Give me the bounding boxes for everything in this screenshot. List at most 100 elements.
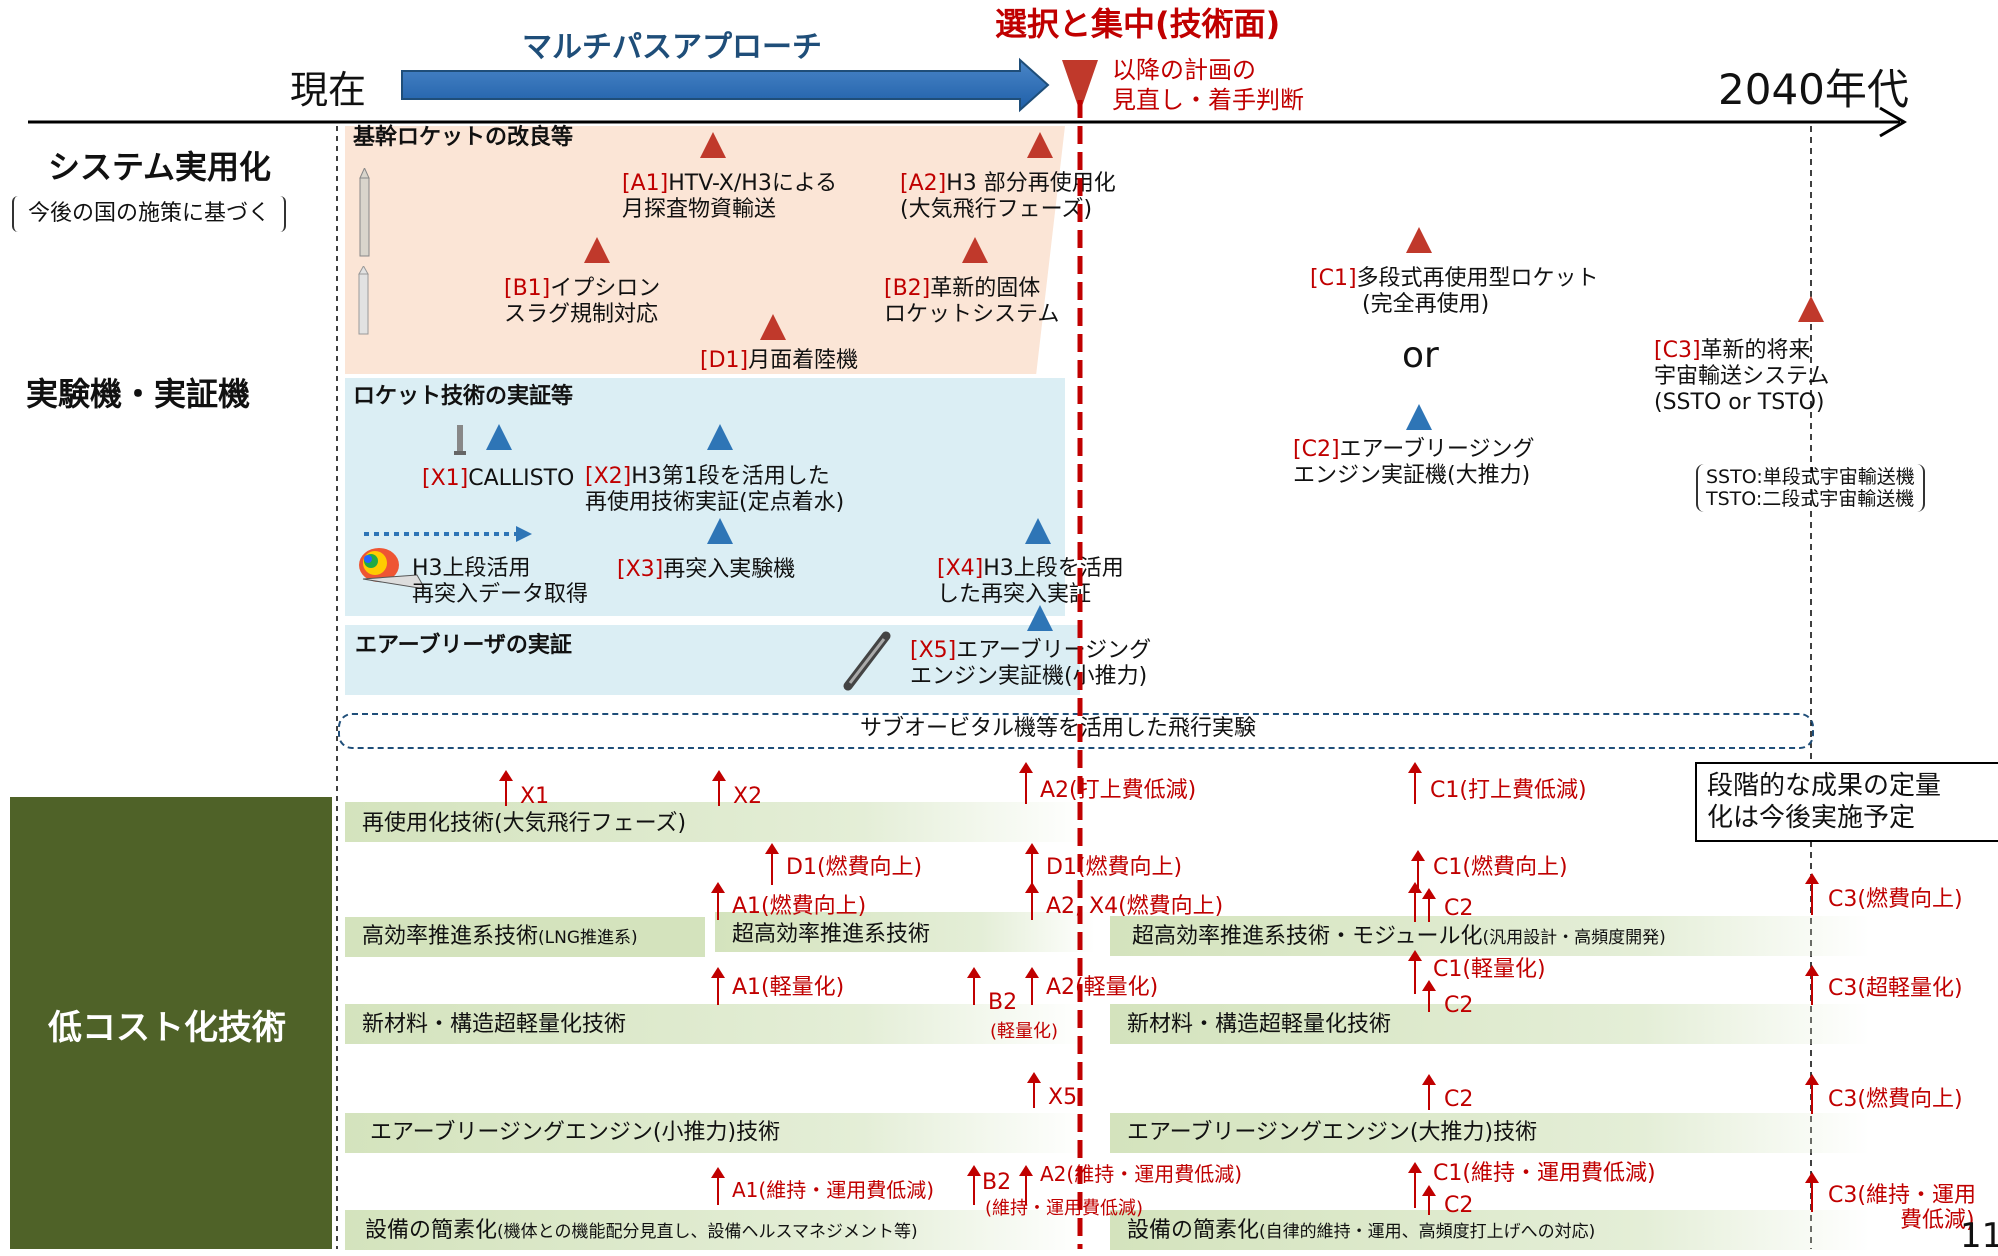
marker-c1-ops: C1(維持・運用費低減) bbox=[1433, 1161, 1656, 1186]
marker-arrow bbox=[1027, 1072, 1041, 1108]
marker-arrow bbox=[967, 967, 981, 1005]
marker-x2: X2 bbox=[733, 784, 763, 809]
milestone-c2: [C2]エアーブリージングエンジン実証機(大推力) bbox=[1293, 437, 1535, 488]
marker-b2-ops: B2 bbox=[982, 1170, 1012, 1195]
marker-a2-light: A2(軽量化) bbox=[1046, 975, 1159, 1000]
marker-arrow bbox=[712, 770, 726, 806]
decision-marker bbox=[1062, 60, 1098, 112]
milestone-c3: [C3]革新的将来宇宙輸送システム(SSTO or TSTO) bbox=[1654, 338, 1830, 415]
rocket-icon bbox=[358, 266, 369, 335]
callisto-icon bbox=[454, 425, 466, 455]
marker-a2-ops: A2(維持・運用費低減) bbox=[1040, 1162, 1243, 1186]
marker-arrow bbox=[1422, 980, 1436, 1012]
marker-arrow bbox=[1408, 1162, 1422, 1208]
marker-arrow bbox=[1025, 882, 1039, 920]
system-note: 今後の国の施策に基づく bbox=[12, 196, 287, 232]
tech-mat2: 新材料・構造超軽量化技術 bbox=[1127, 1012, 1392, 1037]
marker-arrow bbox=[967, 1165, 981, 1205]
rocket-demo-title: ロケット技術の実証等 bbox=[353, 384, 574, 409]
marker-arrow bbox=[1805, 1074, 1819, 1114]
band-mat1 bbox=[345, 1004, 1085, 1044]
tech-prop3: 超高効率推進系技術・モジュール化(汎用設計・高頻度開発) bbox=[1132, 924, 1666, 949]
marker-a1-fuel: A1(燃費向上) bbox=[732, 894, 867, 919]
h3-reentry-data: H3上段活用再突入データ取得 bbox=[412, 556, 589, 607]
milestone-c2-triangle bbox=[1406, 404, 1432, 430]
milestone-x3-triangle bbox=[707, 518, 733, 544]
milestone-x3: [X3]再突入実験機 bbox=[617, 557, 796, 582]
suborbital-label: サブオービタル機等を活用した飛行実験 bbox=[860, 716, 1257, 741]
marker-arrow bbox=[1408, 882, 1422, 922]
rocket-improve-band bbox=[345, 126, 1065, 374]
marker-c2-light: C2 bbox=[1444, 993, 1474, 1018]
band-reuse bbox=[345, 802, 1085, 842]
milestone-x4: [X4]H3上段を活用した再突入実証 bbox=[937, 556, 1124, 607]
tech-reuse: 再使用化技術(大気飛行フェーズ) bbox=[362, 811, 687, 836]
marker-a2-launch: A2(打上費低減) bbox=[1040, 778, 1197, 803]
marker-arrow bbox=[1408, 762, 1422, 804]
marker-arrow bbox=[1422, 1185, 1436, 1215]
marker-c1-light: C1(軽量化) bbox=[1433, 957, 1546, 982]
marker-a1-light: A1(軽量化) bbox=[732, 975, 845, 1000]
marker-arrow bbox=[765, 843, 779, 885]
system-label: システム実用化 bbox=[48, 148, 272, 186]
milestone-x2-triangle bbox=[707, 424, 733, 450]
band-prop3 bbox=[1110, 916, 1870, 956]
marker-arrow bbox=[499, 770, 513, 806]
milestone-x4-triangle bbox=[1025, 518, 1051, 544]
engine-icon bbox=[843, 631, 891, 691]
marker-arrow bbox=[1025, 967, 1039, 1005]
milestone-x2: [X2]H3第1段を活用した再使用技術実証(定点着水) bbox=[585, 464, 845, 515]
marker-arrow bbox=[711, 967, 725, 1005]
milestone-a1: [A1]HTV-X/H3による月探査物資輸送 bbox=[622, 171, 838, 222]
marker-arrow bbox=[1411, 850, 1425, 888]
selection-title: 選択と集中(技術面) bbox=[995, 5, 1281, 43]
ssto-tsto-note: SSTO:単段式宇宙輸送機 TSTO:二段式宇宙輸送機 bbox=[1696, 464, 1925, 512]
milestone-b2-triangle bbox=[962, 237, 988, 263]
tech-prop1: 高効率推進系技術(LNG推進系) bbox=[362, 924, 638, 949]
marker-arrow bbox=[1019, 762, 1033, 804]
rocket-icon bbox=[359, 168, 370, 257]
marker-c3-ops: C3(維持・運用費低減) bbox=[1828, 1183, 1976, 1233]
experiment-label: 実験機・実証機 bbox=[26, 375, 251, 413]
band-fac2 bbox=[1110, 1210, 1870, 1250]
band-mat2 bbox=[1110, 1004, 1870, 1044]
review-note: 以降の計画の 見直し・着手判断 bbox=[1112, 56, 1304, 114]
marker-arrow bbox=[1805, 965, 1819, 1005]
marker-arrow bbox=[1019, 1165, 1033, 1205]
milestone-d1: [D1]月面着陸機 bbox=[700, 348, 859, 373]
milestone-b1-triangle bbox=[584, 237, 610, 263]
band-fac1 bbox=[345, 1210, 1085, 1250]
marker-arrow bbox=[711, 1167, 725, 1205]
marker-c3-light: C3(超軽量化) bbox=[1828, 976, 1963, 1001]
milestone-a2: [A2]H3 部分再使用化(大気飛行フェーズ) bbox=[900, 171, 1116, 222]
rocket-improve-title: 基幹ロケットの改良等 bbox=[353, 125, 574, 150]
marker-d1-fuel-2: D1(燃費向上) bbox=[1046, 855, 1183, 880]
suborbital-box bbox=[338, 713, 1814, 749]
marker-b2a2-ops-sub: (維持・運用費低減) bbox=[985, 1198, 1144, 1219]
marker-c1-launch: C1(打上費低減) bbox=[1430, 778, 1587, 803]
marker-d1-fuel: D1(燃費向上) bbox=[786, 855, 923, 880]
marker-arrow bbox=[1422, 1074, 1436, 1110]
marker-x1: X1 bbox=[520, 784, 550, 809]
tech-prop2: 超高効率推進系技術 bbox=[732, 922, 931, 947]
future-label: 2040年代 bbox=[1718, 65, 1909, 114]
multipath-arrow bbox=[401, 57, 1050, 113]
future-note-box: 段階的な成果の定量 化は今後実施予定 bbox=[1695, 762, 1998, 842]
marker-c2-ops: C2 bbox=[1444, 1193, 1474, 1218]
tech-abe2: エアーブリージングエンジン(大推力)技術 bbox=[1127, 1120, 1538, 1145]
marker-b2-light-sub: (軽量化) bbox=[990, 1021, 1059, 1042]
air-breather-band bbox=[345, 625, 1080, 695]
milestone-a2-triangle bbox=[1027, 132, 1053, 158]
marker-a1-ops: A1(維持・運用費低減) bbox=[732, 1178, 935, 1202]
decision-line bbox=[1077, 100, 1083, 1249]
band-abe1 bbox=[345, 1113, 1085, 1153]
milestone-b2: [B2]革新的固体ロケットシステム bbox=[884, 276, 1060, 327]
milestone-a1-triangle bbox=[700, 132, 726, 158]
marker-c1-fuel: C1(燃費向上) bbox=[1433, 855, 1568, 880]
marker-c3-fuel: C3(燃費向上) bbox=[1828, 887, 1963, 912]
marker-a2x4-fuel: A2, X4(燃費向上) bbox=[1046, 894, 1224, 919]
marker-arrow bbox=[1805, 873, 1819, 915]
tech-fac1: 設備の簡素化(機体との機能配分見直し、設備ヘルスマネジメント等) bbox=[365, 1218, 918, 1243]
lowcost-panel bbox=[10, 797, 332, 1249]
